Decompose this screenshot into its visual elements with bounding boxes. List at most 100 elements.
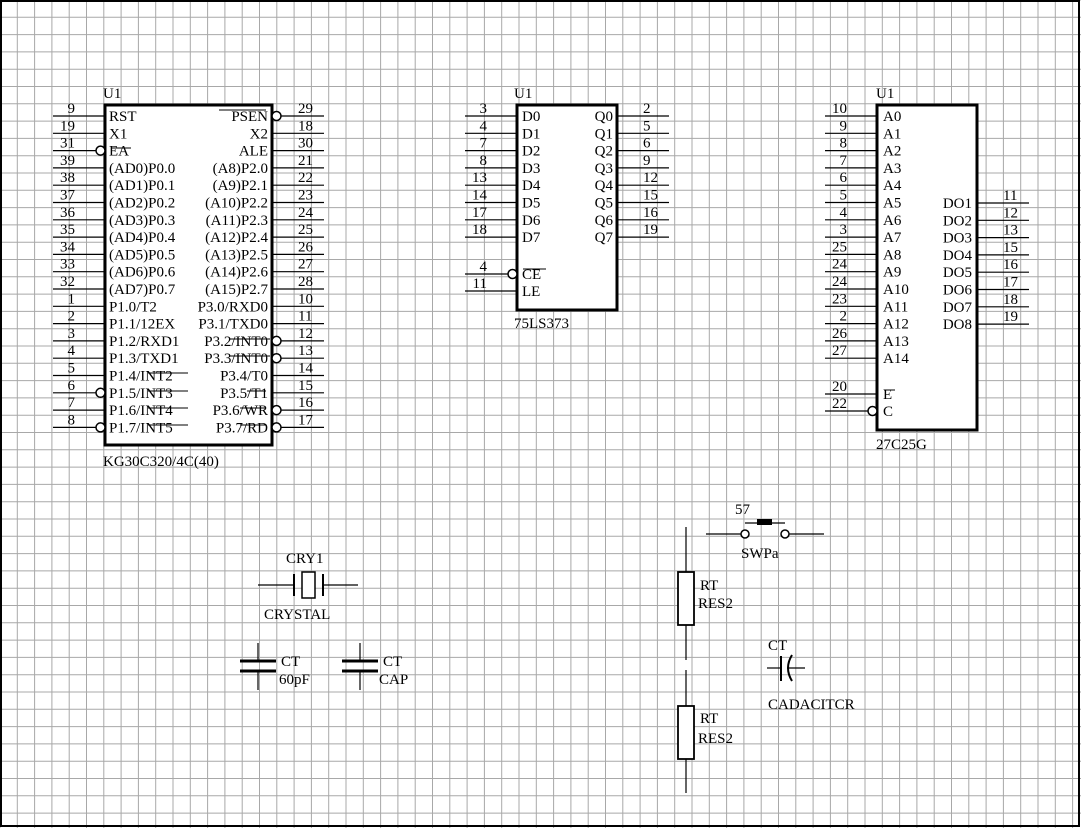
pin-number: 22 — [832, 396, 847, 412]
pin-number: 17 — [472, 205, 488, 221]
pin-number: 3 — [480, 101, 488, 117]
pin-number: 4 — [480, 259, 488, 275]
pin-label: (AD7)P0.7 — [109, 282, 176, 298]
pin-number: 12 — [643, 170, 658, 186]
pin-number: 32 — [60, 274, 75, 290]
pin-number: 28 — [298, 274, 313, 290]
resistor-1[interactable]: RT RES2 — [677, 527, 733, 660]
pin-number: 14 — [472, 188, 488, 204]
switch-contact-right — [780, 529, 790, 539]
latch-part: 75LS373 — [514, 316, 569, 332]
capacitor-cadacitcr[interactable]: CT CADACITCR — [767, 638, 855, 713]
pin-bubble — [271, 110, 282, 122]
pin-label: P3.4/T0 — [220, 369, 268, 385]
pin-number: 19 — [643, 222, 658, 238]
pin-number: 26 — [832, 326, 848, 342]
pin-number: 27 — [832, 343, 848, 359]
pin-number: 37 — [60, 188, 76, 204]
pin-label: A9 — [883, 265, 901, 281]
pin-number: 6 — [840, 170, 848, 186]
pin-label: A12 — [883, 317, 909, 333]
pin-number: 12 — [1003, 205, 1018, 221]
pin-label: A11 — [883, 299, 908, 315]
pin-number: 11 — [473, 276, 487, 292]
pin-number: 7 — [480, 136, 488, 152]
switch-value: SWPa — [741, 546, 779, 562]
pin-number: 4 — [68, 343, 76, 359]
pin-number: 1 — [68, 291, 76, 307]
pin-number: 21 — [298, 153, 313, 169]
pin-number: 22 — [298, 170, 313, 186]
resistor-2[interactable]: RT RES2 — [677, 670, 733, 793]
pin-label: (A9)P2.1 — [213, 178, 268, 194]
eprom-part: 27C25G — [876, 437, 927, 453]
pin-label: P1.5/INT3 — [109, 386, 173, 402]
capacitor-60pf[interactable]: CT 60pF — [240, 643, 310, 690]
pin-number: 8 — [840, 136, 848, 152]
eprom-ref: U1 — [876, 86, 894, 102]
res1-body — [677, 571, 695, 626]
pin-number: 27 — [298, 257, 314, 273]
pin-number: 18 — [298, 118, 313, 134]
pin-number: 6 — [643, 136, 651, 152]
pin-label: X1 — [109, 126, 127, 142]
pin-number: 13 — [1003, 223, 1018, 239]
pin-label: P3.6/WR — [213, 403, 268, 419]
pin-label: D3 — [522, 161, 540, 177]
pin-label: (A15)P2.7 — [205, 282, 268, 298]
pin-bubble — [867, 405, 878, 417]
crystal[interactable]: CRY1 CRYSTAL — [258, 551, 358, 623]
pin-label: DO6 — [943, 283, 973, 299]
pin-number: 8 — [480, 153, 488, 169]
pin-bubble — [95, 145, 106, 156]
pin-number: 24 — [832, 274, 848, 290]
pin-number: 31 — [60, 136, 75, 152]
pin-number: 13 — [298, 343, 313, 359]
res1-value: RES2 — [698, 596, 733, 612]
pin-number: 36 — [60, 205, 76, 221]
pin-label: Q3 — [595, 161, 613, 177]
pin-label: (AD3)P0.3 — [109, 213, 175, 229]
pin-label: A2 — [883, 144, 901, 160]
pin-number: 16 — [643, 205, 659, 221]
pin-bubble — [271, 352, 282, 364]
pin-number: 2 — [643, 101, 651, 117]
pin-number: 5 — [840, 188, 848, 204]
pin-label: Q6 — [595, 213, 614, 229]
pin-bubble — [95, 387, 106, 399]
switch-ref: 57 — [735, 502, 751, 518]
pin-label: (AD1)P0.1 — [109, 178, 175, 194]
pin-number: 8 — [68, 412, 76, 428]
pin-label: P1.3/TXD1 — [109, 351, 179, 367]
pin-label: P3.1/TXD0 — [198, 317, 268, 333]
latch-body — [515, 103, 619, 312]
pin-number: 35 — [60, 222, 75, 238]
push-switch[interactable]: 57 SWPa — [706, 502, 824, 562]
switch-contact-left — [740, 529, 750, 539]
pin-label: P3.2/INT0 — [204, 334, 268, 350]
pin-label: D1 — [522, 126, 540, 142]
pin-number: 14 — [298, 361, 314, 377]
pin-number: 6 — [68, 378, 76, 394]
pin-number: 10 — [298, 291, 313, 307]
capacitor-cap[interactable]: CT CAP — [342, 643, 408, 690]
pin-label: A6 — [883, 213, 902, 229]
pin-bubble — [271, 335, 282, 347]
pin-number: 7 — [840, 153, 848, 169]
cap3-ref: CT — [768, 638, 787, 654]
pin-label: (A10)P2.2 — [205, 196, 268, 212]
pin-number: 2 — [68, 309, 76, 325]
pin-label: D0 — [522, 109, 540, 125]
pin-label: P3.0/RXD0 — [198, 299, 268, 315]
cap2-ref: CT — [383, 654, 402, 670]
pin-number: 2 — [840, 309, 848, 325]
switch-button — [757, 519, 772, 525]
pin-number: 34 — [60, 239, 76, 255]
pin-number: 15 — [643, 188, 658, 204]
pin-label: Q1 — [595, 126, 613, 142]
